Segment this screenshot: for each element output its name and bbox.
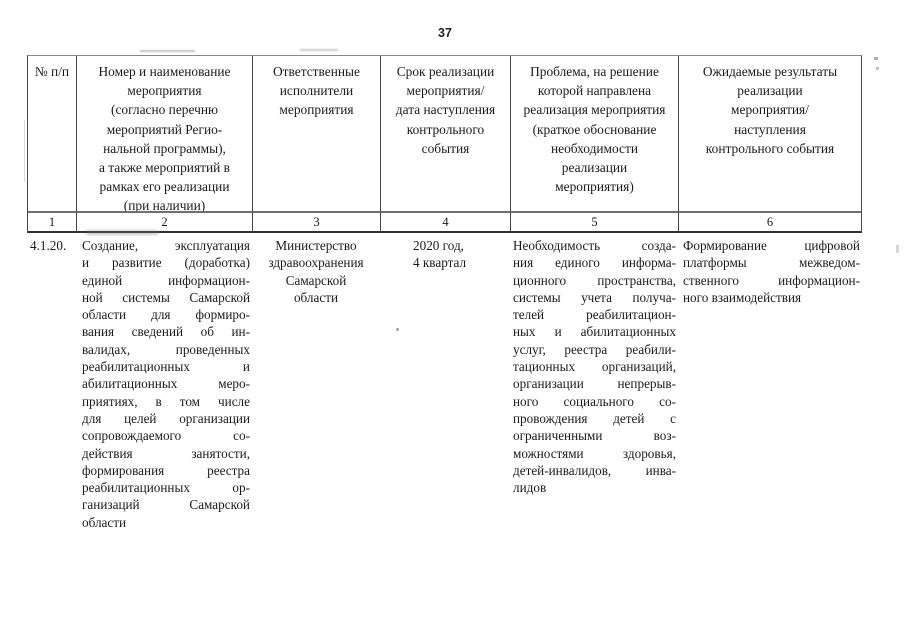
scan-dash <box>140 50 195 52</box>
column-index-2: 2 <box>77 213 253 231</box>
column-index-3: 3 <box>253 213 381 231</box>
scan-speck <box>896 245 899 253</box>
header-cell-row-number: № п/п <box>28 56 77 213</box>
cell-term: 2020 год,4 квартал <box>413 238 467 271</box>
cell-problem: Необходимость созда-ния единого информа-… <box>513 238 676 496</box>
column-index-4: 4 <box>381 213 511 231</box>
scan-dash <box>300 49 338 51</box>
scan-speck <box>876 67 879 70</box>
scan-speck <box>874 57 878 60</box>
column-index-6: 6 <box>766 215 774 229</box>
page-number: 37 <box>438 26 452 40</box>
column-index-1: 1 <box>28 213 77 231</box>
column-index-5: 5 <box>511 213 679 231</box>
scan-ghost-line <box>24 120 25 182</box>
cell-row-number: 4.1.20. <box>30 238 67 253</box>
